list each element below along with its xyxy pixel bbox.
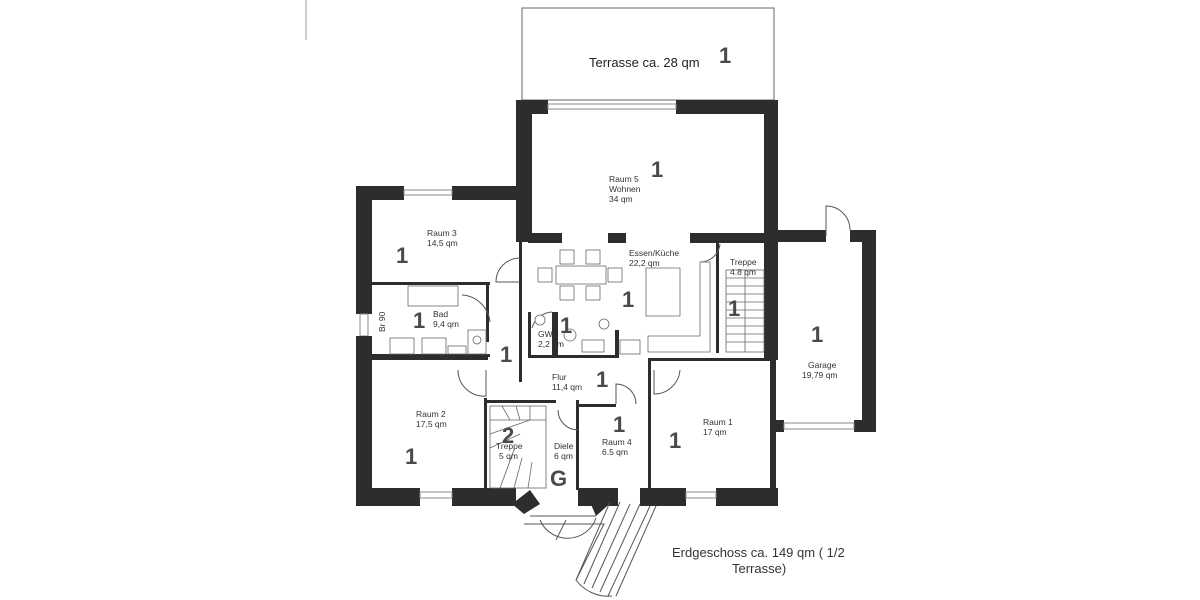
room-treppe-right: Treppe 4.8 qm 1 xyxy=(728,257,757,321)
walls xyxy=(356,100,876,516)
raum5-number: 1 xyxy=(651,157,663,182)
flur-number: 1 xyxy=(596,367,608,392)
raum4-area: 6.5 qm xyxy=(602,447,628,457)
flur-area: 11,4 qm xyxy=(552,382,582,392)
diele-name: Diele xyxy=(554,441,574,451)
raum1-number: 1 xyxy=(669,428,681,453)
gwc-area: 2,2 qm xyxy=(538,339,564,349)
raum5-area: 34 qm xyxy=(609,194,633,204)
raum2-number: 1 xyxy=(405,444,417,469)
stairs-right xyxy=(725,269,765,353)
bad-number: 1 xyxy=(413,308,425,333)
left-corridor-number: 1 xyxy=(500,342,512,367)
garage-number: 1 xyxy=(811,322,823,347)
furniture xyxy=(389,249,711,355)
treppe-right-name: Treppe xyxy=(730,257,757,267)
raum3-name: Raum 3 xyxy=(427,228,457,238)
room-raum2: Raum 2 17,5 qm 1 xyxy=(405,409,447,469)
raum4-number: 1 xyxy=(613,412,625,437)
diele-letter: G xyxy=(550,466,567,491)
essen-name: Essen/Küche xyxy=(629,248,679,258)
stairs-left xyxy=(489,405,547,489)
room-raum3: Raum 3 14,5 qm 1 xyxy=(396,228,458,268)
raum5-use: Wohnen xyxy=(609,184,641,194)
raum4-name: Raum 4 xyxy=(602,437,632,447)
raum5-name: Raum 5 xyxy=(609,174,639,184)
garage-name: Garage xyxy=(808,360,837,370)
room-bad: Bad 9,4 qm 1 xyxy=(413,308,459,333)
gwc-name: GWC xyxy=(538,329,559,339)
flur-name: Flur xyxy=(552,372,567,382)
entrance-steps xyxy=(524,501,657,597)
caption-line2: Terrasse) xyxy=(732,561,786,576)
room-essen: Essen/Küche 22,2 qm 1 xyxy=(622,248,679,312)
raum3-number: 1 xyxy=(396,243,408,268)
floor-caption: Erdgeschoss ca. 149 qm ( 1/2 Terrasse) xyxy=(672,545,845,576)
caption-line1: Erdgeschoss ca. 149 qm ( 1/2 xyxy=(672,545,845,560)
essen-number: 1 xyxy=(622,287,634,312)
doors xyxy=(457,205,851,431)
room-gwc: GWC 2,2 qm 1 xyxy=(538,313,572,349)
treppe-left-number: 2 xyxy=(502,423,514,448)
treppe-right-number: 1 xyxy=(728,296,740,321)
raum1-area: 17 qm xyxy=(703,427,727,437)
essen-area: 22,2 qm xyxy=(629,258,660,268)
terrace: Terrasse ca. 28 qm 1 xyxy=(521,7,775,101)
bad-area: 9,4 qm xyxy=(433,319,459,329)
raum2-area: 17,5 qm xyxy=(416,419,447,429)
treppe-left-area: 5 qm xyxy=(499,451,518,461)
room-garage: Garage 19,79 qm 1 xyxy=(802,322,837,380)
garage-area: 19,79 qm xyxy=(802,370,837,380)
treppe-left-name: Treppe xyxy=(496,441,523,451)
raum1-name: Raum 1 xyxy=(703,417,733,427)
raum3-area: 14,5 qm xyxy=(427,238,458,248)
raum2-name: Raum 2 xyxy=(416,409,446,419)
window-note: Br 90 xyxy=(377,311,387,332)
diele-area: 6 qm xyxy=(554,451,573,461)
room-diele: Diele 6 qm G xyxy=(550,441,574,491)
bad-name: Bad xyxy=(433,309,448,319)
terrace-label: Terrasse ca. 28 qm xyxy=(589,55,700,70)
terrace-number: 1 xyxy=(719,43,731,68)
room-raum5: Raum 5 Wohnen 34 qm 1 xyxy=(609,157,663,204)
room-raum4: Raum 4 6.5 qm 1 xyxy=(602,412,632,457)
room-flur: Flur 11,4 qm 1 xyxy=(552,367,608,392)
room-raum1: Raum 1 17 qm 1 xyxy=(669,417,733,453)
gwc-number: 1 xyxy=(560,313,572,338)
room-treppe-left: Treppe 5 qm 2 xyxy=(496,423,523,461)
treppe-right-area: 4.8 qm xyxy=(730,267,756,277)
